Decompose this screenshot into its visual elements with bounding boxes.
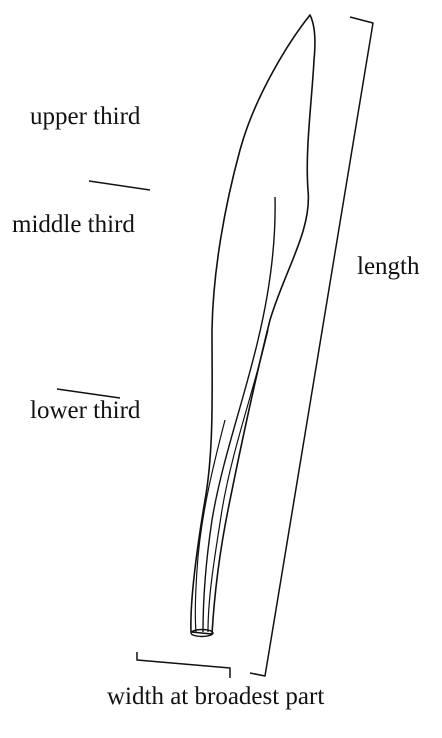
upper-third-label: upper third — [30, 102, 140, 132]
width-bracket — [137, 652, 230, 678]
length-label: length — [357, 252, 420, 282]
middle-third-label: middle third — [12, 210, 135, 240]
length-bracket — [250, 17, 373, 676]
lower-third-label: lower third — [30, 396, 140, 426]
upper-middle-divider — [89, 181, 150, 190]
leaf-vein-inner — [208, 330, 268, 632]
width-label: width at broadest part — [107, 682, 324, 712]
